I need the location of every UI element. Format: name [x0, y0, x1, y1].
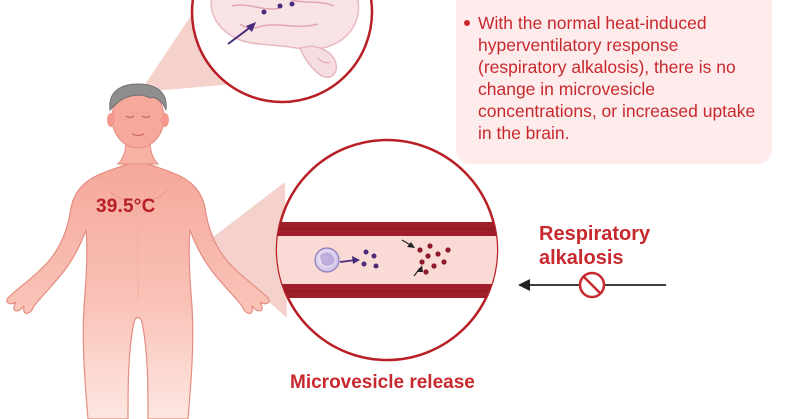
monocyte-cell-icon: [314, 247, 340, 273]
temperature-label: 39.5°C: [96, 196, 156, 217]
human-body-figure: [6, 83, 270, 419]
microvesicle-release-caption: Microvesicle release: [290, 372, 475, 393]
prohibition-icon: [578, 271, 606, 299]
info-text: With the normal heat-induced hyperventil…: [478, 13, 756, 143]
vessel-zoom-circle: [275, 138, 499, 362]
blood-vessel: [277, 222, 497, 298]
brain-icon: [210, 0, 360, 78]
bullet-dot: [464, 20, 470, 26]
brain-zoom-circle: [190, 0, 374, 104]
info-box: With the normal heat-induced hyperventil…: [456, 0, 772, 164]
info-list-item: With the normal heat-induced hyperventil…: [464, 12, 764, 144]
respiratory-alkalosis-label: Respiratory alkalosis: [539, 223, 651, 269]
zoom-cone-vessel: [204, 182, 287, 318]
